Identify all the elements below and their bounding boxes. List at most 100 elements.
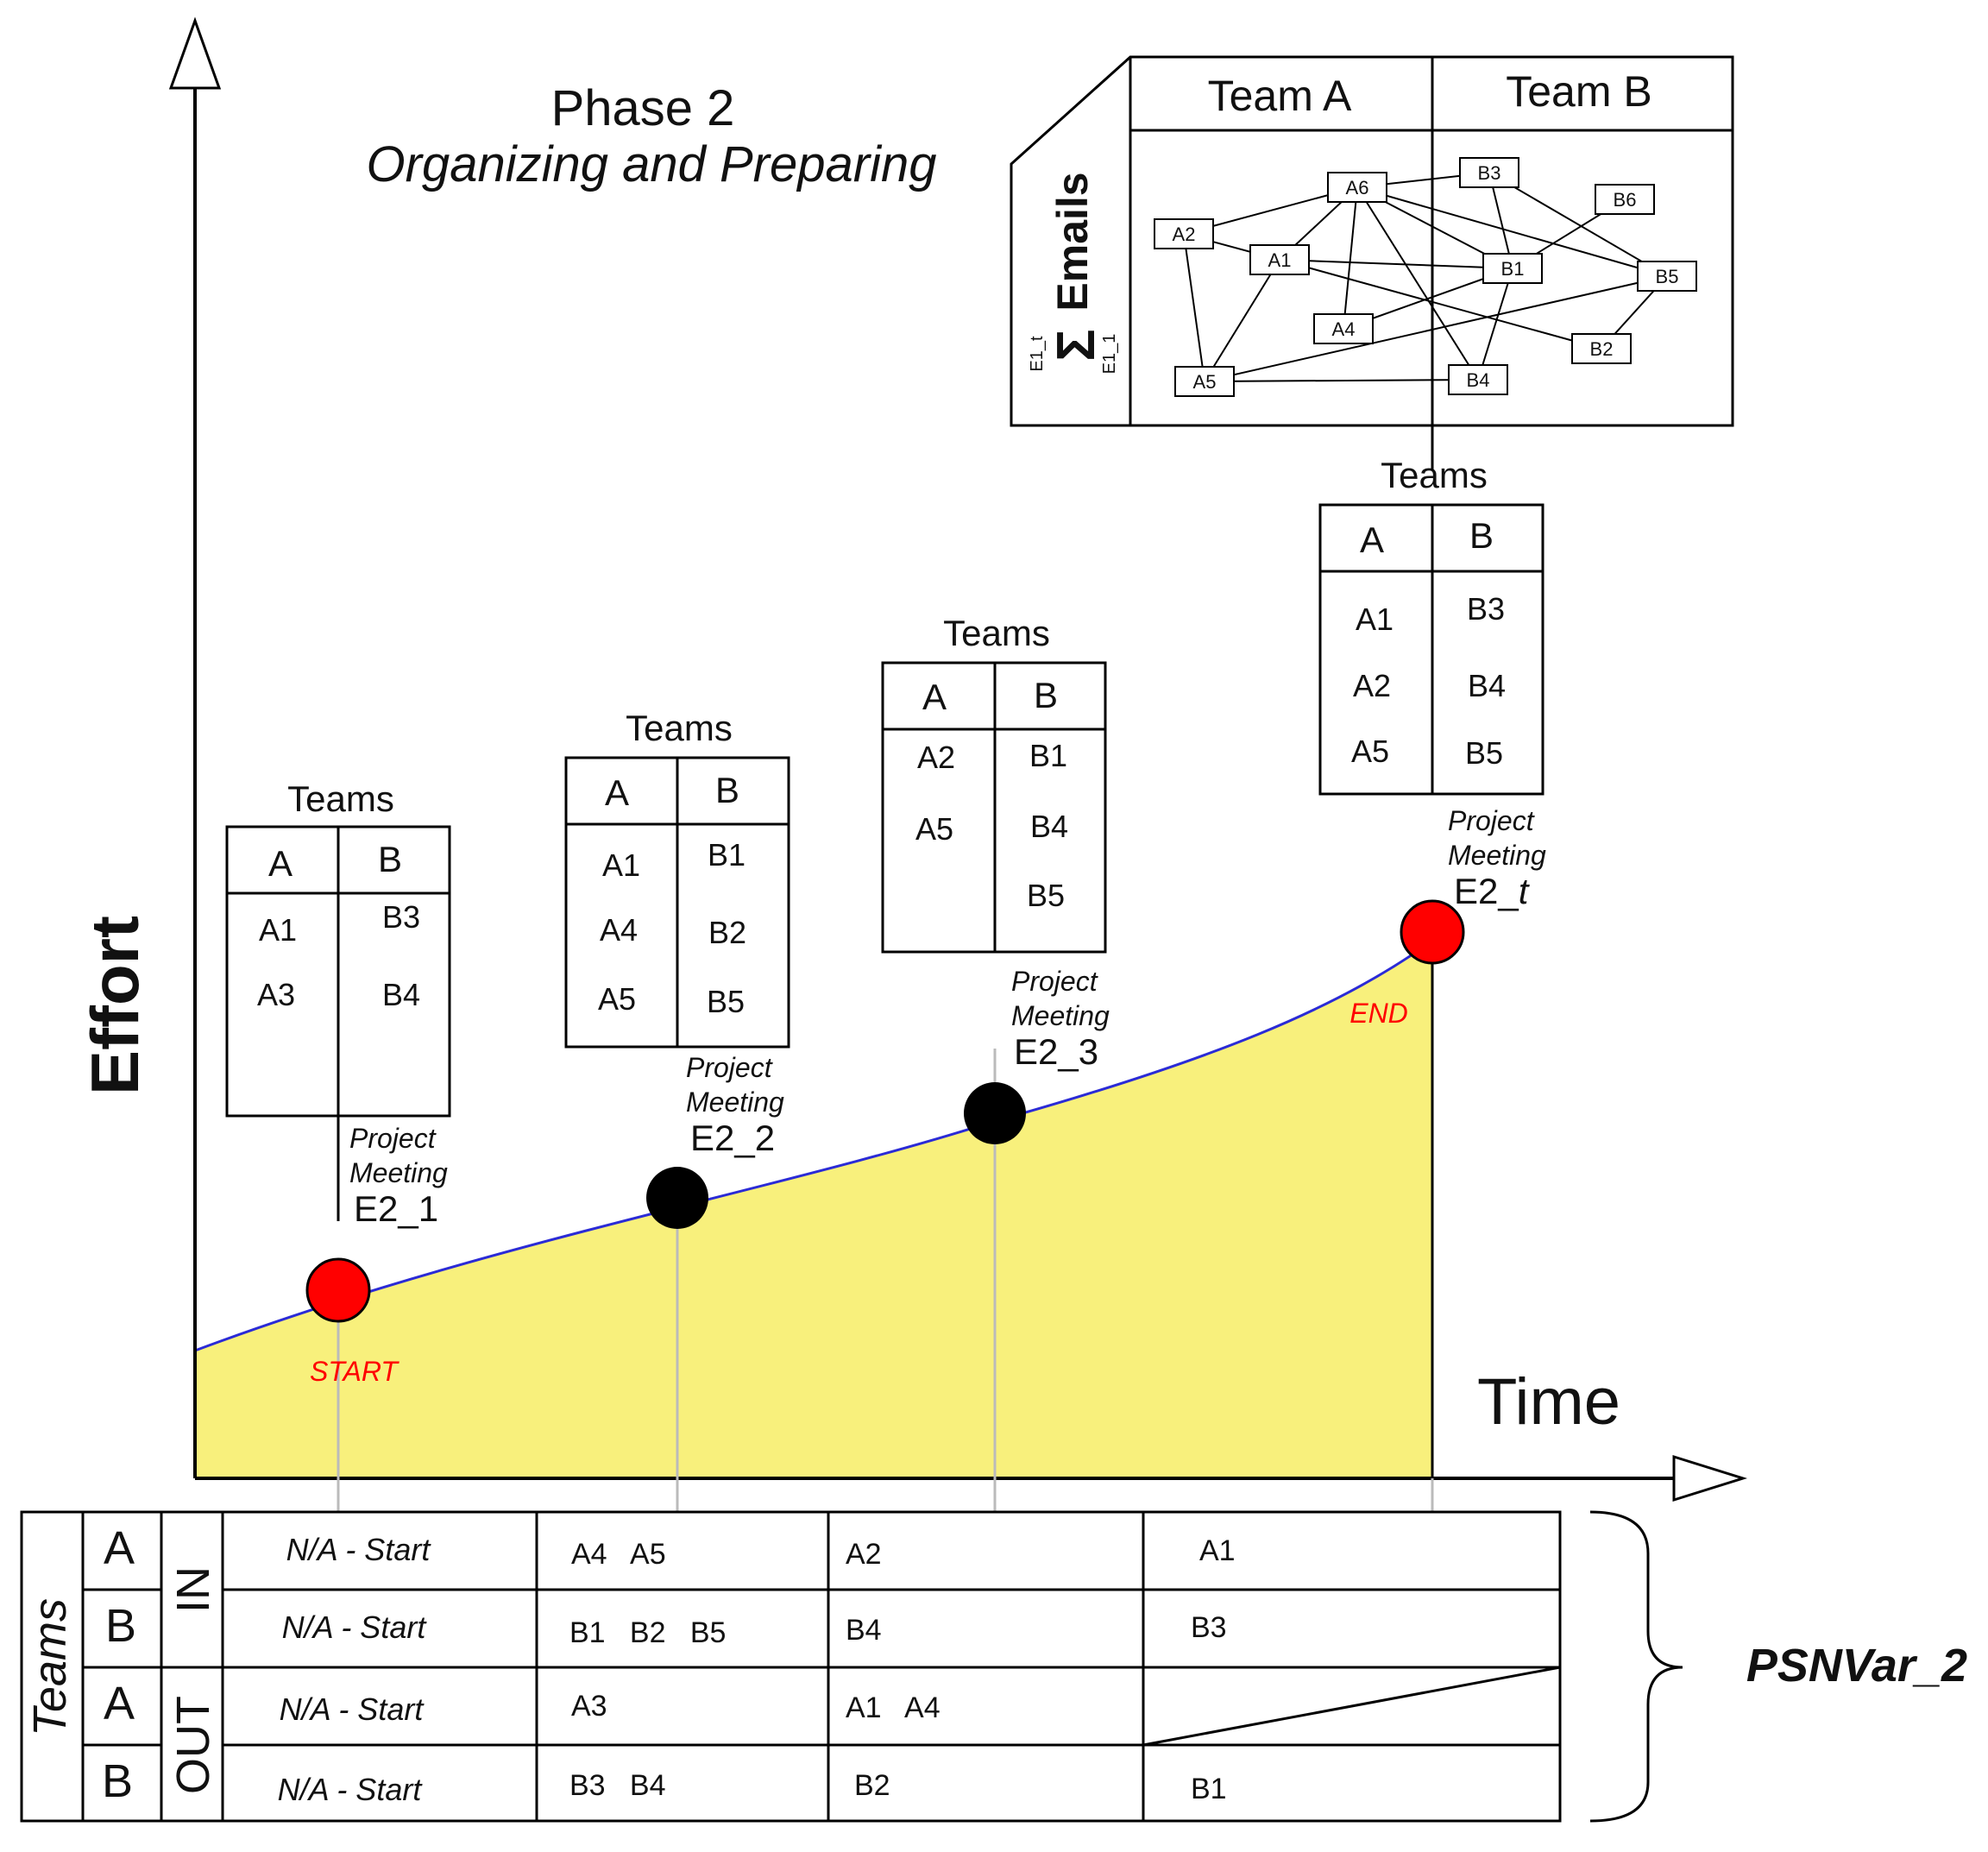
team-b-member: B4 <box>1468 668 1506 703</box>
network-node: B3 <box>1459 157 1519 188</box>
meeting-e2-t: Teams A B A1 A2 A5 B3 B4 B5 Project Meet… <box>1318 455 1546 1029</box>
psn-in-label: IN <box>167 1566 219 1613</box>
network-edge <box>1488 172 1513 269</box>
network-node-label: B3 <box>1478 162 1501 184</box>
psn-out-label: OUT <box>167 1696 219 1794</box>
team-b-header: B <box>1034 675 1058 715</box>
meeting-id: E2_3 <box>1014 1031 1098 1072</box>
network-edge <box>1204 259 1280 382</box>
team-b-member: B1 <box>1029 738 1067 773</box>
team-a-member: A5 <box>1351 734 1389 769</box>
meeting-note: Meeting <box>1011 1000 1110 1031</box>
y-axis-label: Effort <box>77 916 153 1095</box>
network-node: B2 <box>1571 333 1632 364</box>
meeting-note: Project <box>1011 966 1098 997</box>
meeting-note: Project <box>686 1052 773 1083</box>
network-node: B6 <box>1595 184 1655 215</box>
team-b-member: B2 <box>708 915 746 950</box>
network-edge <box>1488 172 1668 277</box>
team-b-member: B5 <box>707 984 745 1019</box>
network-edge <box>1477 268 1513 381</box>
end-node <box>1400 899 1465 965</box>
psn-cell: B3 <box>1191 1611 1227 1644</box>
network-node-label: B5 <box>1656 266 1679 287</box>
psn-row-team: A <box>104 1522 135 1574</box>
team-b-header: B <box>1469 515 1494 556</box>
team-a-member: A1 <box>602 847 640 883</box>
network-node-label: A6 <box>1346 177 1369 198</box>
network-node: A2 <box>1154 218 1214 249</box>
psn-cell: A1 <box>1199 1534 1236 1567</box>
team-a-member: A3 <box>257 977 295 1012</box>
y-axis-arrowhead <box>168 16 222 90</box>
meeting-id: E2_1 <box>354 1188 438 1229</box>
psn-cell: B3 B4 <box>569 1769 666 1802</box>
network-node-label: A4 <box>1332 318 1356 340</box>
meeting-note: Meeting <box>349 1157 448 1188</box>
start-label: START <box>310 1356 399 1387</box>
sum-symbol: Σ <box>1047 329 1106 361</box>
psn-cell: N/A - Start <box>280 1691 425 1727</box>
network-node-label: B1 <box>1501 258 1525 280</box>
psn-cell: A4 A5 <box>571 1538 666 1571</box>
end-label: END <box>1349 998 1408 1029</box>
email-network-panel: Team A Team B Emails Σ E1_t E1_1 A6B3B6A… <box>1010 55 1734 470</box>
network-node-label: B2 <box>1590 338 1614 360</box>
psn-teams-label: Teams <box>24 1598 76 1736</box>
meeting-e2-3: Teams A B A2 A5 B1 B4 B5 Project Meeting… <box>881 613 1110 1144</box>
sum-lower-limit: E1_1 <box>1100 334 1119 375</box>
network-edge <box>1279 259 1602 350</box>
psn-cell: B1 <box>1191 1773 1227 1805</box>
psn-cell: B2 <box>854 1769 890 1802</box>
network-node: B5 <box>1637 261 1697 292</box>
psn-table: Teams IN OUT A B A B N/A - Start N/A - S… <box>20 1510 1967 1823</box>
meeting-e2-2: Teams A B A1 A4 A5 B1 B2 B5 Project Meet… <box>564 708 790 1229</box>
network-node-label: A2 <box>1173 224 1196 245</box>
network-node: B4 <box>1448 364 1508 395</box>
psn-row-team: A <box>104 1678 135 1729</box>
team-b-member: B3 <box>1467 591 1505 627</box>
start-node <box>305 1257 371 1323</box>
team-a-column-header: Team A <box>1208 72 1352 120</box>
network-edge <box>1356 186 1668 277</box>
network-node-label: A5 <box>1193 371 1217 393</box>
network-node-label: B6 <box>1614 189 1637 211</box>
team-b-member: B3 <box>382 899 420 935</box>
network-node: B1 <box>1482 253 1543 284</box>
psn-cell: A2 <box>846 1538 882 1571</box>
team-b-column-header: Team B <box>1506 67 1652 116</box>
network-node: A5 <box>1174 366 1235 397</box>
network-panel-frame <box>1010 55 1734 427</box>
psn-cell: B1 B2 B5 <box>569 1616 726 1649</box>
team-b-member: B5 <box>1465 735 1503 771</box>
sum-upper-limit: E1_t <box>1028 336 1047 372</box>
meeting-node <box>646 1167 708 1229</box>
meeting-id: E2_2 <box>690 1118 775 1158</box>
team-a-member: A1 <box>259 912 297 948</box>
network-edge <box>1356 186 1479 381</box>
meeting-note: Project <box>1448 805 1535 836</box>
teams-label: Teams <box>1381 455 1488 495</box>
network-node: A4 <box>1313 313 1374 344</box>
team-b-member: B5 <box>1027 878 1065 913</box>
phase-title: Phase 2 <box>551 80 735 136</box>
network-edge <box>1343 186 1358 330</box>
psn-cell: N/A - Start <box>278 1772 424 1807</box>
teams-label: Teams <box>943 613 1050 653</box>
team-a-member: A4 <box>600 912 638 948</box>
network-edge <box>1204 275 1668 382</box>
x-axis-arrowhead <box>1672 1454 1748 1502</box>
psn-variable-label: PSNVar_2 <box>1746 1640 1967 1691</box>
x-axis-label: Time <box>1477 1365 1620 1439</box>
network-node-label: A1 <box>1268 249 1292 271</box>
meeting-note: Meeting <box>686 1087 784 1118</box>
team-a-header: A <box>922 677 947 717</box>
team-b-header: B <box>715 770 739 810</box>
network-edge <box>1204 379 1479 382</box>
teams-label: Teams <box>626 708 733 748</box>
psn-cell: N/A - Start <box>282 1609 428 1645</box>
team-a-header: A <box>605 772 629 813</box>
team-b-member: B4 <box>1030 809 1068 844</box>
